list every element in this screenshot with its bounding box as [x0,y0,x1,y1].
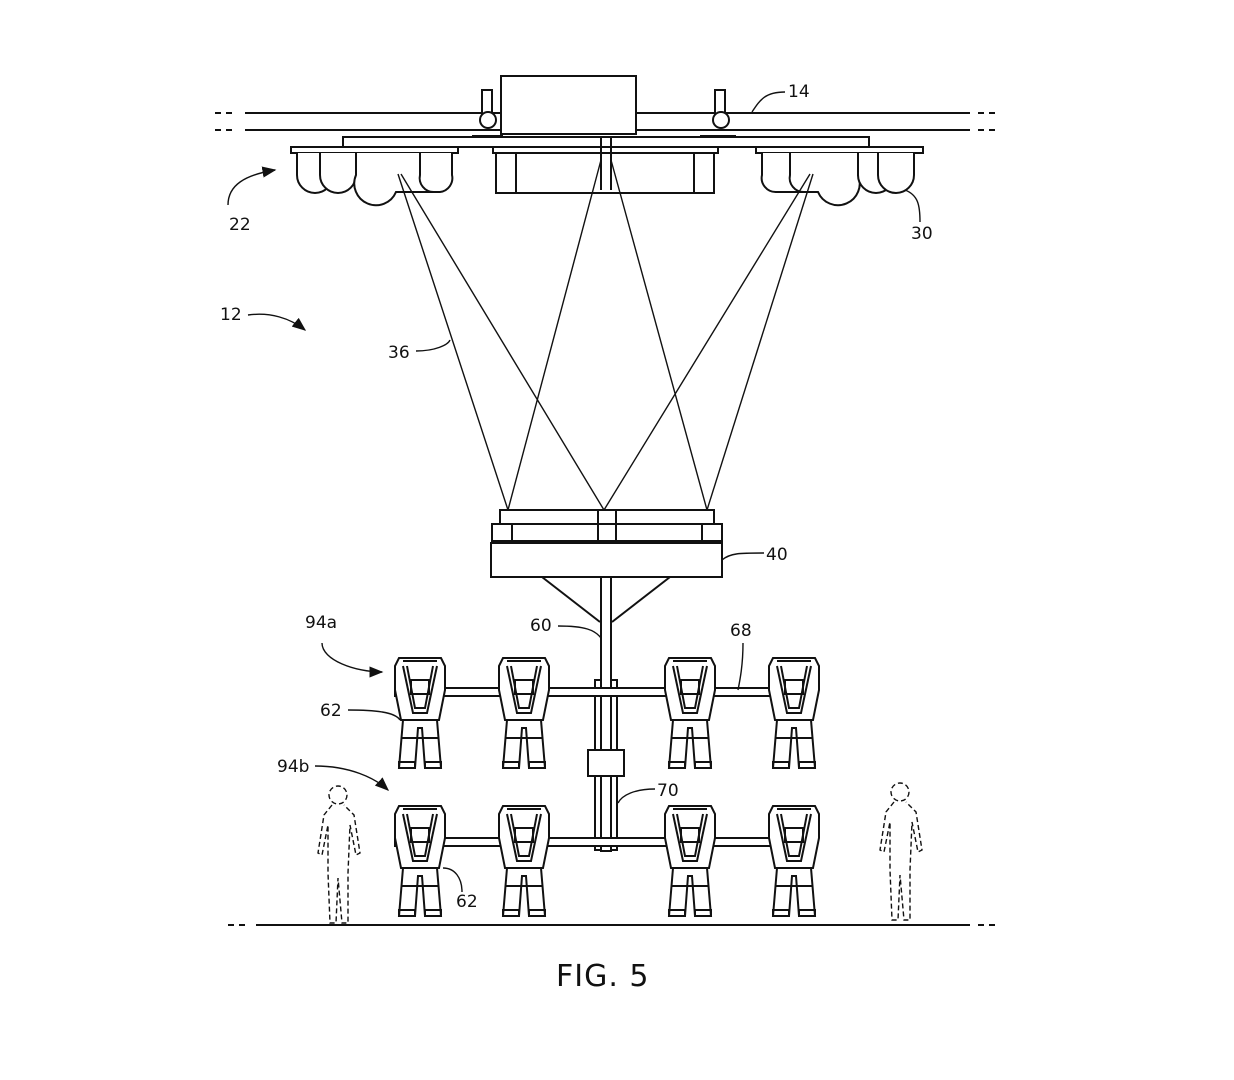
bystander-right [879,782,923,921]
seat [768,805,820,917]
left-winch-pod [290,146,459,207]
seat [664,657,716,769]
label-lower-row: 94b [277,757,309,777]
right-winch-pod [755,146,924,207]
label-vertical-frame: 70 [657,781,679,801]
seat [768,657,820,769]
label-platform: 40 [766,545,788,565]
leader-lines [227,91,921,893]
label-trolley-assembly: 22 [229,215,251,235]
crossbar-upper [394,687,816,697]
figure-caption: FIG. 5 [556,959,650,994]
platform [490,509,723,623]
label-track: 14 [788,82,810,102]
seat [498,657,550,769]
label-crossbar: 68 [730,621,752,641]
label-system: 12 [220,305,242,325]
center-winch-pod [492,137,719,194]
seat [394,657,446,769]
seat [394,805,446,917]
support-post [587,576,625,852]
label-upper-row: 94a [305,613,337,633]
label-seat-lower: 62 [456,892,478,912]
label-support-post: 60 [530,616,552,636]
cables [397,159,814,511]
crossbar-lower [394,837,816,847]
bystander-left [317,785,361,924]
label-winch-unit: 30 [911,224,933,244]
seat [498,805,550,917]
seat [664,805,716,917]
label-seat-upper: 62 [320,701,342,721]
label-cables: 36 [388,343,410,363]
